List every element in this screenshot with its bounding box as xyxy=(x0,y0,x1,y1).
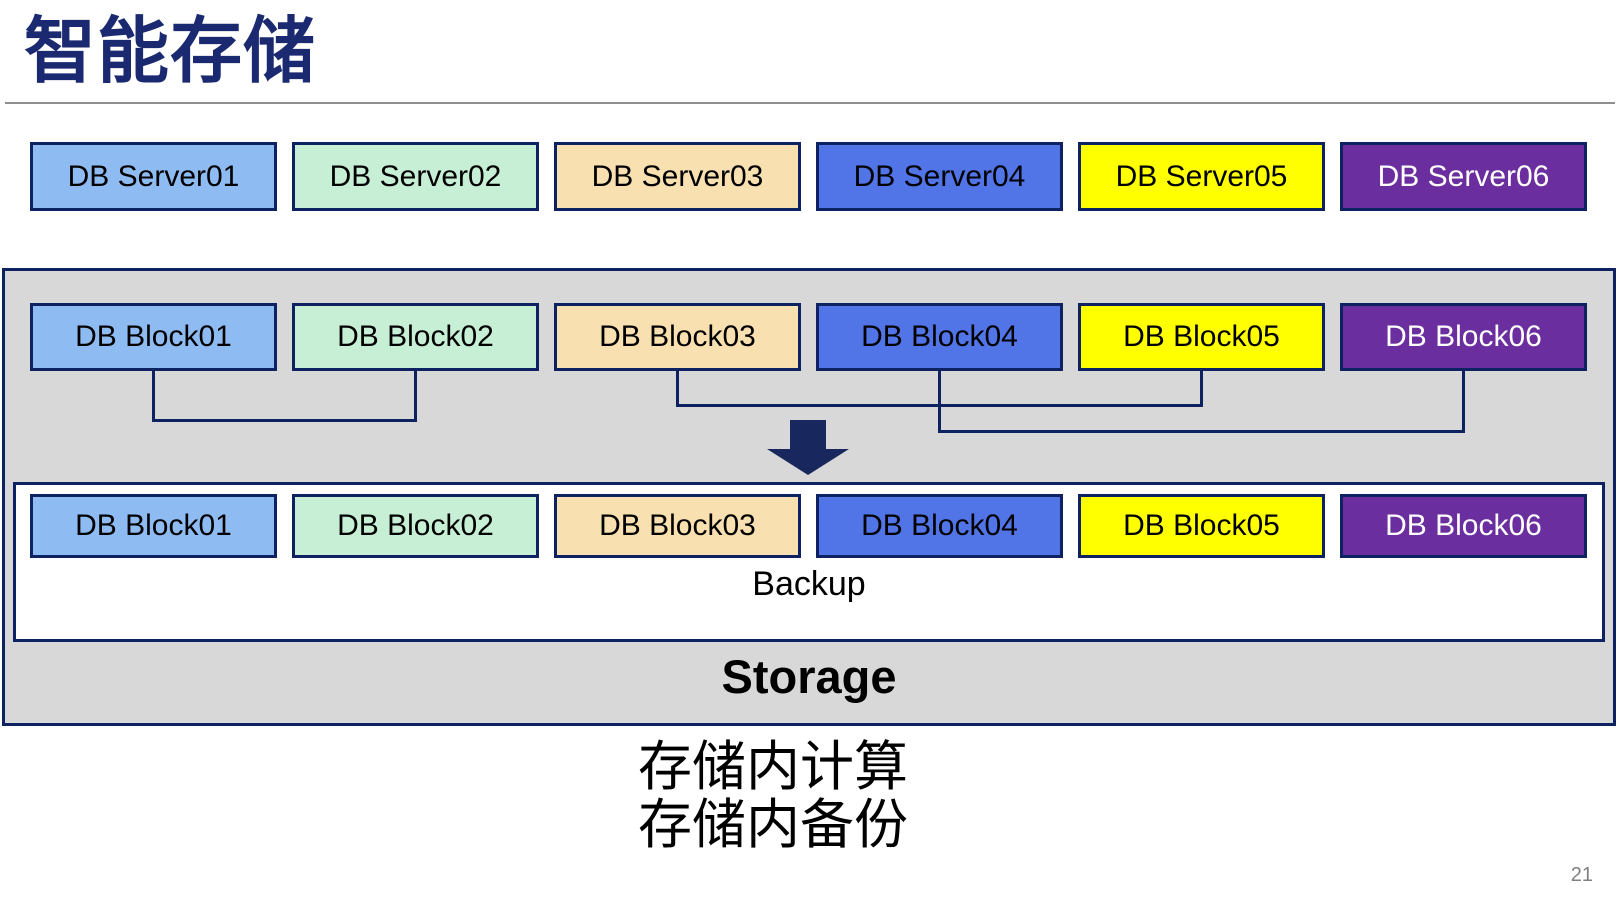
connector-block04-block06 xyxy=(938,371,1465,433)
down-arrow-icon xyxy=(767,420,849,475)
caption-line-1: 存储内计算 xyxy=(638,737,908,797)
db-block01-box: DB Block01 xyxy=(30,303,277,371)
db-server05-box: DB Server05 xyxy=(1078,142,1325,211)
down-arrow-stem xyxy=(790,420,826,449)
backup-label: Backup xyxy=(752,565,866,603)
db-block05-box: DB Block05 xyxy=(1078,303,1325,371)
db-server06-box: DB Server06 xyxy=(1340,142,1587,211)
db-server01-box: DB Server01 xyxy=(30,142,277,211)
db-block06-box: DB Block06 xyxy=(1340,494,1587,558)
down-arrow-head xyxy=(767,449,849,475)
db-server02-box: DB Server02 xyxy=(292,142,539,211)
db-block03-box: DB Block03 xyxy=(554,303,801,371)
db-block05-box: DB Block05 xyxy=(1078,494,1325,558)
db-block02-box: DB Block02 xyxy=(292,494,539,558)
db-block04-box: DB Block04 xyxy=(816,494,1063,558)
db-block04-box: DB Block04 xyxy=(816,303,1063,371)
page-number: 21 xyxy=(1570,864,1593,886)
db-block01-box: DB Block01 xyxy=(30,494,277,558)
db-block03-box: DB Block03 xyxy=(554,494,801,558)
storage-label: Storage xyxy=(721,650,897,703)
slide-title: 智能存储 xyxy=(24,12,317,92)
db-block06-box: DB Block06 xyxy=(1340,303,1587,371)
db-block02-box: DB Block02 xyxy=(292,303,539,371)
caption: 存储内计算 存储内备份 xyxy=(638,738,908,855)
connector-block01-block02 xyxy=(152,371,417,422)
caption-line-2: 存储内备份 xyxy=(638,795,908,856)
db-server03-box: DB Server03 xyxy=(554,142,801,211)
title-divider xyxy=(5,102,1615,104)
db-server04-box: DB Server04 xyxy=(816,142,1063,211)
